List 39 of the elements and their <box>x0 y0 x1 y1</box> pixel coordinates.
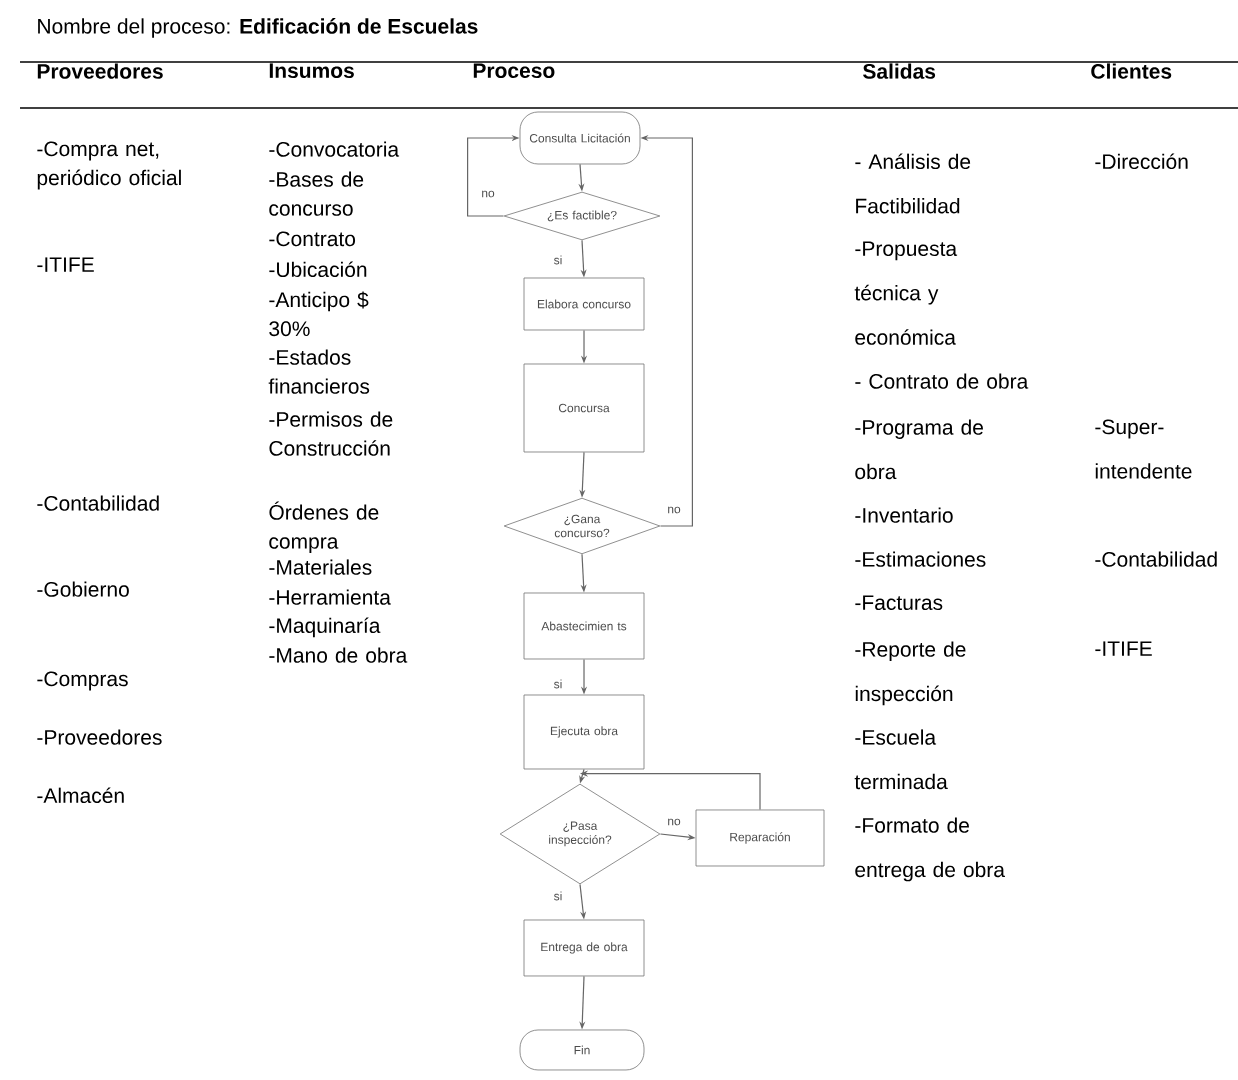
table-cell-text: -Gobierno <box>37 581 129 597</box>
table-cell-text: -Contabilidad <box>1095 551 1217 567</box>
table-cell-text: -Super- intendente <box>1095 419 1192 479</box>
table-cell-text: -Convocatoria <box>269 141 400 157</box>
table-cell-text: -Estimaciones <box>855 551 986 567</box>
table-cell-text: -Bases de concurso <box>269 171 364 216</box>
table-cell-text: -Maquinaría <box>269 617 381 638</box>
table-cell-text: -Ubicación <box>269 261 367 278</box>
table-cell-text: -Compra net, periódico oficial <box>37 141 181 190</box>
table-cell-text: -Mano de obra <box>269 647 408 663</box>
table-cell-text: -ITIFE <box>1095 641 1152 656</box>
table-cell-text: -Dirección <box>1095 153 1188 170</box>
table-cell-text: -Proveedores <box>37 729 162 745</box>
column-header: Proceso <box>473 63 555 79</box>
table-cell-text: -Herramienta <box>269 589 391 605</box>
table-cell-text: -Permisos de Construcción <box>269 411 393 456</box>
column-header: Proveedores <box>37 63 163 79</box>
table-cell-text: - Análisis de Factibilidad <box>855 153 971 214</box>
table-cell-text: -Escuela terminada <box>854 729 948 790</box>
table-cell-text: -Inventario <box>855 507 953 523</box>
column-header: Insumos <box>269 63 354 79</box>
title: Nombre del proceso: Edificación de Escuelas <box>38 18 478 38</box>
table-cell-text: -ITIFE <box>37 257 94 272</box>
table-cell-text: -Propuesta técnica y económica <box>854 241 958 345</box>
table-cell-text: -Compras <box>37 671 128 691</box>
table-cell-text: -Facturas <box>855 595 943 611</box>
table-cell-text: -Contabilidad <box>37 495 159 511</box>
table-cell-text: -Almacén <box>37 787 124 804</box>
table-cell-text: -Formato de entrega de obra <box>855 817 1005 882</box>
table-cell-text: -Reporte de inspección <box>855 641 966 706</box>
table-cell-text: -Programa de obra <box>855 419 983 480</box>
table-cell-text: -Contrato <box>269 231 356 247</box>
column-header: Clientes <box>1091 63 1172 79</box>
table-cell-text: -Materiales <box>269 559 372 575</box>
table-cell-text: Órdenes de compra <box>269 501 379 553</box>
table-cell-text: -Estados financieros <box>268 349 370 394</box>
table-cell-text: -Anticipo $ 30% <box>269 291 369 337</box>
column-header: Salidas <box>863 63 936 79</box>
table-cell-text: - Contrato de obra <box>855 373 1029 389</box>
